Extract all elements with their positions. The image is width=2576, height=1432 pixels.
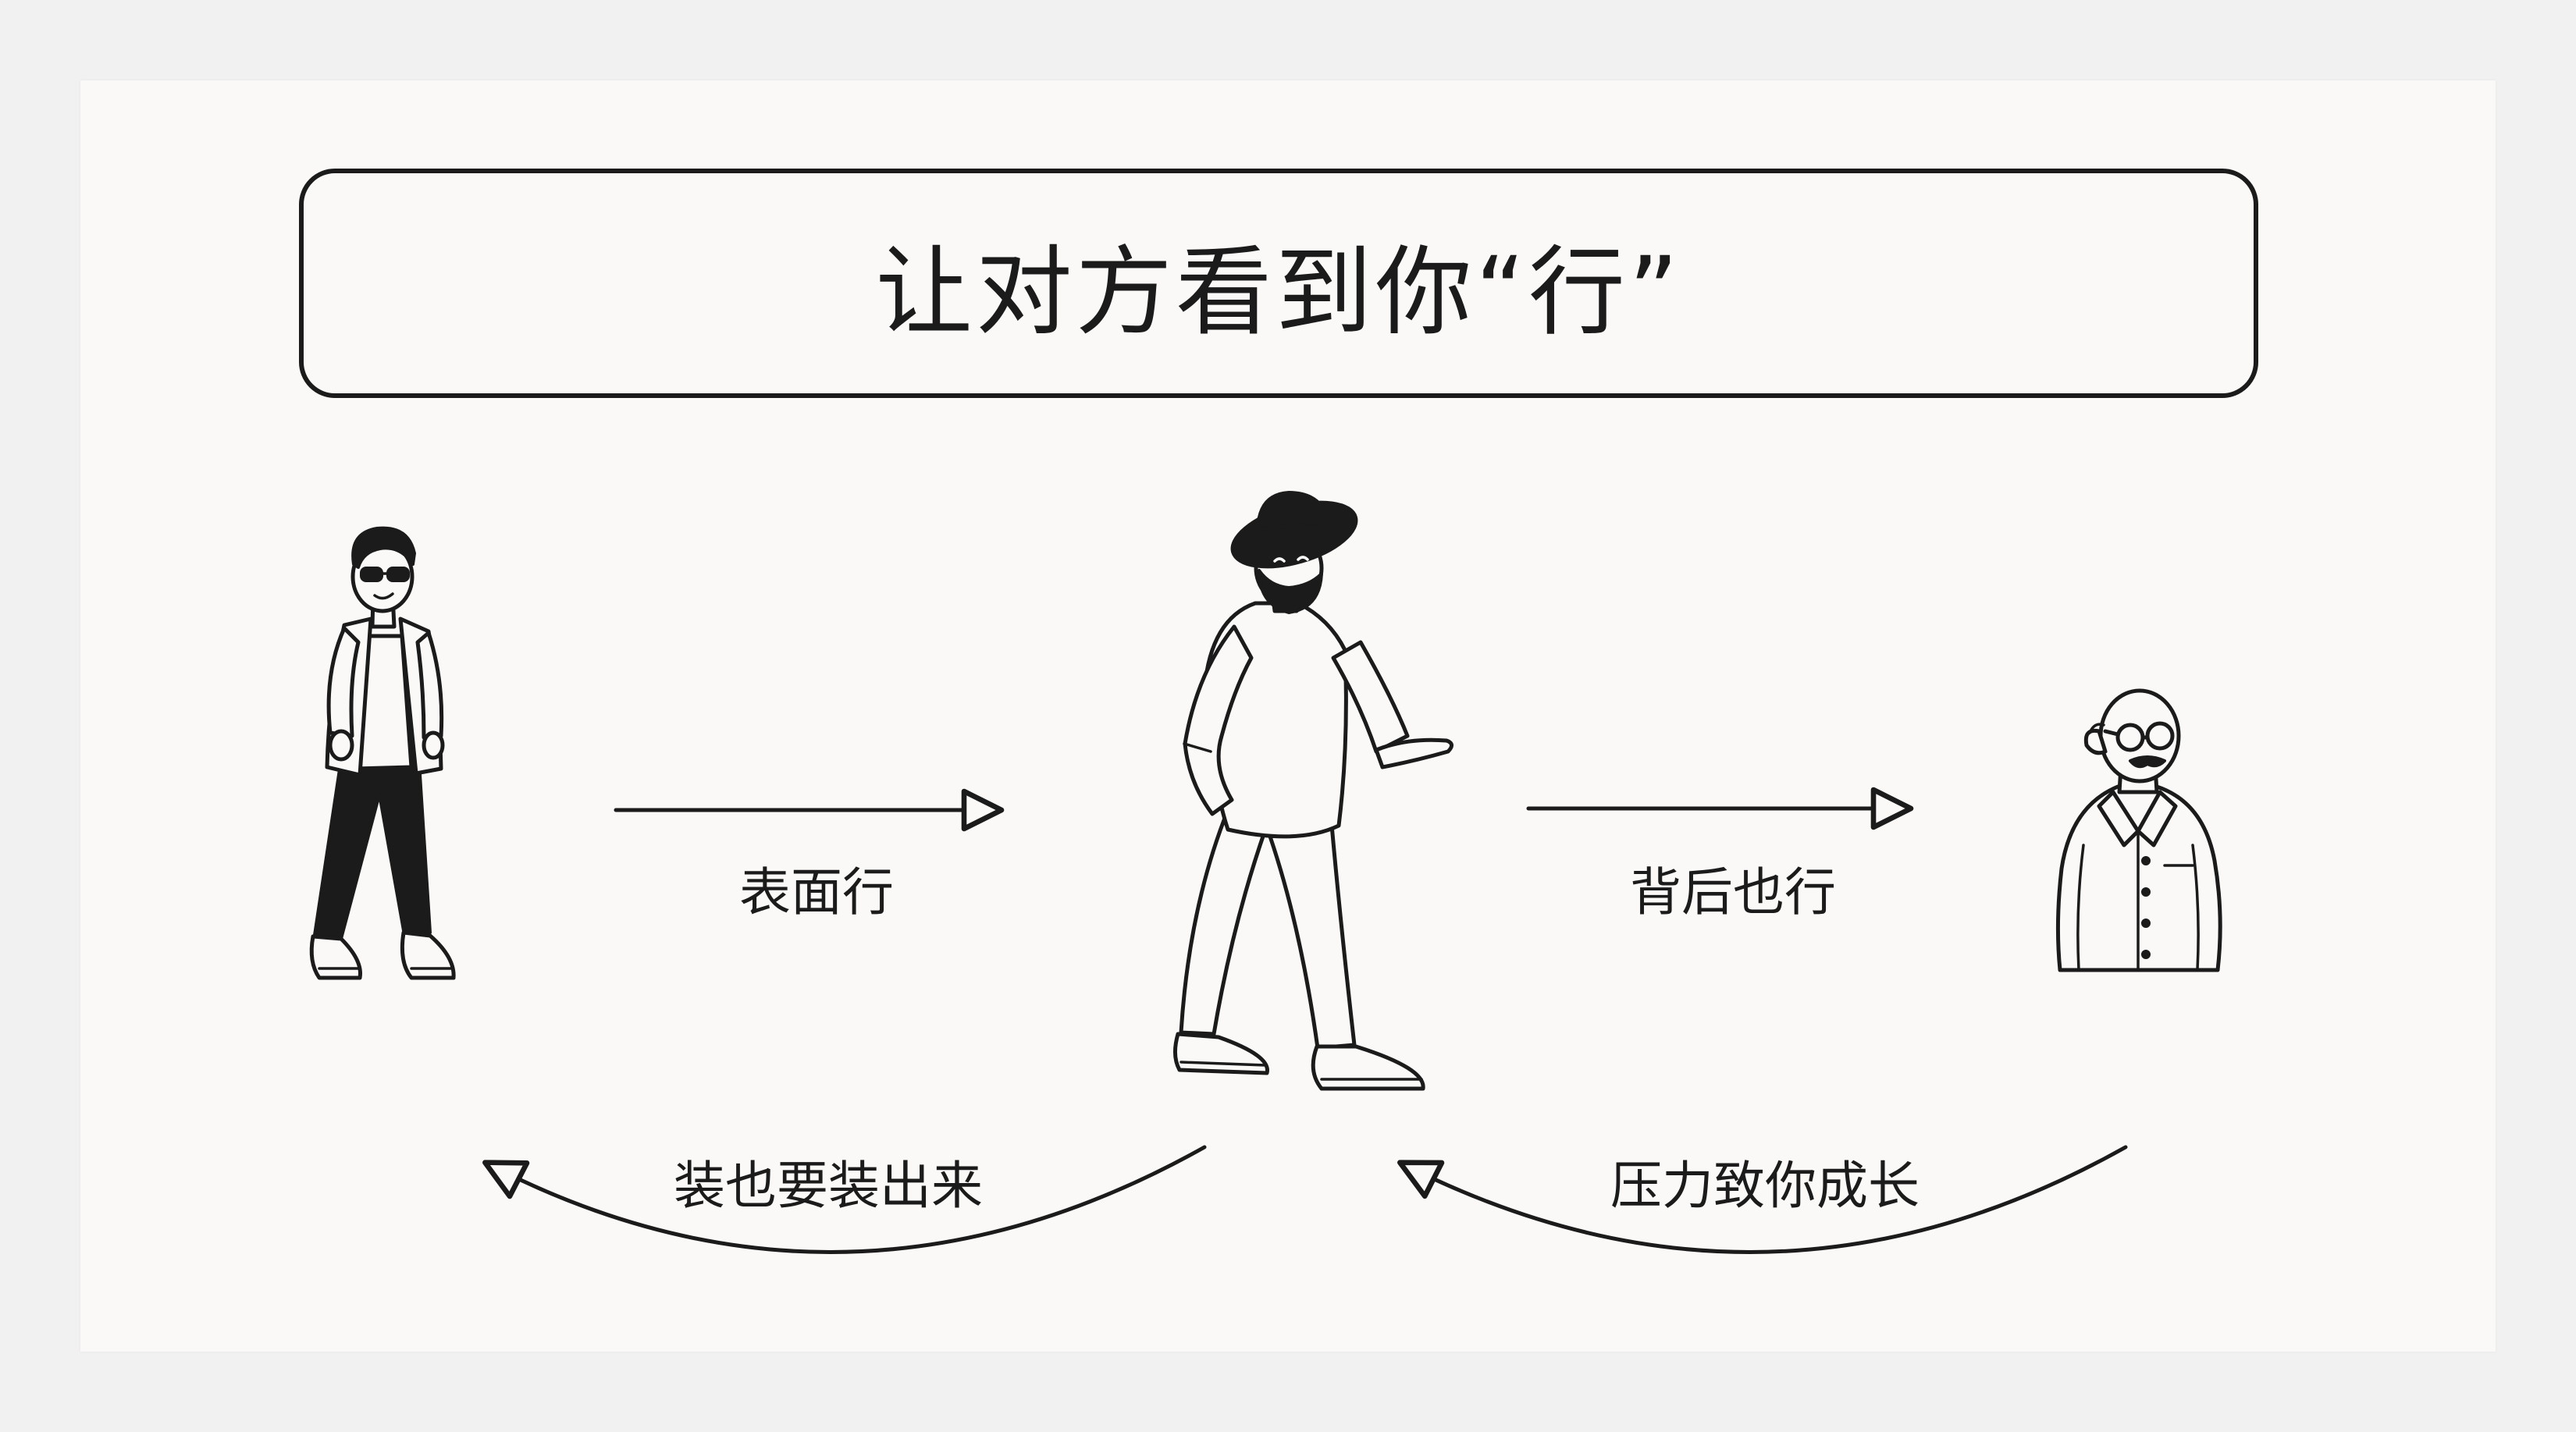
arrow-pressure: [1397, 1145, 2128, 1254]
page-title: 让对方看到你“行”: [875, 236, 1682, 349]
title-box: 让对方看到你“行”: [299, 169, 2258, 398]
label-pretend: 装也要装出来: [674, 1156, 983, 1216]
label-surface: 表面行: [739, 862, 894, 922]
diagram-art: [309, 491, 2222, 1254]
bearded-man-with-hat-figure: [1173, 491, 1453, 1091]
cool-young-man-figure: [309, 526, 456, 980]
label-behind: 背后也行: [1630, 862, 1836, 922]
label-pressure: 压力致你成长: [1610, 1156, 1920, 1216]
elderly-man-with-glasses-figure: [2055, 688, 2222, 972]
arrow-pretend: [482, 1145, 1207, 1254]
slide: 让对方看到你“行”: [80, 80, 2496, 1352]
